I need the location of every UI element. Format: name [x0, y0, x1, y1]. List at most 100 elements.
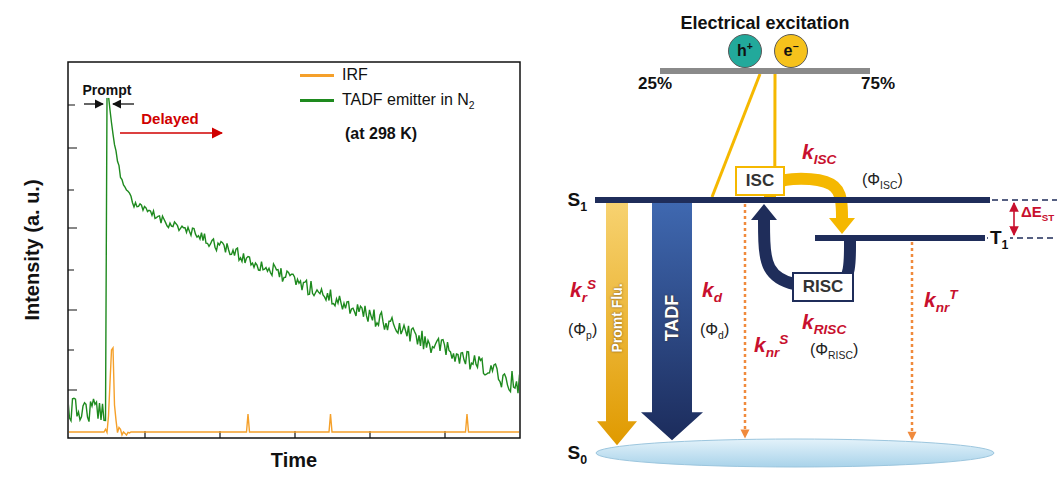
subscript: ISC — [814, 152, 837, 167]
subscript: nr — [766, 345, 780, 360]
superscript: S — [587, 277, 596, 292]
text-run: TADF emitter in N — [342, 91, 469, 108]
transition-arrow — [641, 203, 703, 440]
text-run: ) — [853, 341, 858, 358]
edge-label: 25% — [638, 74, 672, 94]
yield-label: (ΦRISC) — [808, 341, 860, 359]
delayed-arrow — [120, 132, 222, 134]
text-run: (Φ — [568, 321, 586, 338]
text-run: k — [802, 310, 814, 333]
text-run: T — [990, 227, 1002, 248]
transition-arrow — [597, 203, 637, 445]
text-run: ΔE — [1021, 203, 1042, 220]
legend-swatch — [300, 99, 334, 102]
node-text: T1 — [988, 227, 1010, 249]
rate-constant: knrS — [752, 333, 790, 357]
prompt-arrows — [84, 104, 134, 105]
node-text: S0 — [565, 442, 589, 464]
text-run: k — [702, 278, 714, 301]
subscript: ISC — [880, 180, 897, 191]
connector-group — [741, 204, 750, 438]
node-text: ISC — [746, 171, 774, 191]
text-run: k — [754, 333, 766, 356]
rate-constant: kISC — [800, 140, 838, 164]
text-run: ) — [897, 171, 902, 188]
subscript: ST — [1042, 212, 1054, 223]
connector-group — [908, 242, 917, 441]
decay-curve — [69, 96, 519, 422]
label: Intensity (a. u.) — [21, 177, 44, 322]
ground-ellipse — [595, 438, 995, 468]
rate-constant: krS — [568, 278, 598, 302]
label: (at 298 K) — [343, 125, 419, 143]
subscript: RISC — [828, 350, 853, 361]
node-text: h+ — [737, 42, 753, 60]
connector-group — [641, 203, 703, 440]
decay-curves — [69, 96, 519, 435]
rate-constant: kd — [700, 278, 724, 302]
yield-label: (Φp) — [566, 321, 599, 339]
label: Delayed — [139, 110, 201, 127]
label: ΔEST — [1019, 203, 1056, 220]
text-run: k — [924, 288, 936, 311]
subscript: RISC — [814, 322, 847, 337]
subscript: d — [718, 330, 724, 341]
node-text: RISC — [803, 277, 844, 297]
text-run: S — [567, 189, 580, 210]
legend-row: IRF — [300, 66, 368, 84]
rate-constant: kRISC — [800, 310, 848, 334]
legend-row: TADF emitter in N2 — [300, 91, 475, 109]
superscript: T — [949, 287, 957, 302]
text-run: (Φ — [810, 341, 828, 358]
subscript: p — [586, 330, 592, 341]
text-run: (Φ — [862, 171, 880, 188]
transition-line — [773, 74, 776, 166]
irf-curve — [69, 348, 519, 435]
plot-frame — [68, 62, 520, 438]
arrow-head — [751, 204, 777, 220]
ground-state: S0 — [595, 438, 995, 468]
text-run: e — [784, 42, 793, 59]
superscript: − — [792, 41, 798, 52]
excitation-bar: Electrical excitation — [660, 68, 870, 74]
connector-group — [597, 203, 637, 445]
legend-text: IRF — [342, 66, 368, 84]
arrow-head — [908, 432, 917, 441]
transition-line — [911, 242, 914, 434]
text-run: k — [802, 140, 814, 163]
text-run: ) — [592, 321, 597, 338]
transition-line — [744, 204, 747, 431]
process-box: ISC — [735, 166, 785, 196]
edge-label: 75% — [861, 74, 895, 94]
node-text: Electrical excitation — [680, 13, 849, 34]
text-run: (Φ — [700, 321, 718, 338]
subscript: 2 — [469, 100, 475, 111]
text-run: h — [737, 42, 747, 59]
node-text: S1 — [565, 189, 589, 211]
yield-label: (Φd) — [698, 321, 731, 339]
superscript: + — [747, 41, 753, 52]
subscript: 1 — [1002, 238, 1009, 252]
legend-text: TADF emitter in N2 — [342, 91, 475, 109]
arrow-head — [829, 218, 855, 234]
superscript: S — [779, 332, 788, 347]
node-text: e− — [784, 42, 799, 60]
gap-arrow — [1013, 203, 1015, 235]
label: Time — [269, 449, 319, 472]
subscript: 0 — [580, 453, 587, 467]
process-box: RISC — [792, 272, 855, 302]
legend-swatch — [300, 74, 334, 77]
subscript: 1 — [580, 200, 587, 214]
energy-level: S1 — [595, 197, 990, 203]
edge-label: Promt Flu. — [609, 283, 625, 352]
subscript: d — [714, 290, 722, 305]
hole-circle: h+ — [728, 34, 762, 68]
energy-level: T1 — [815, 235, 985, 241]
yield-label: (ΦISC) — [860, 171, 905, 189]
text-run: S — [567, 442, 580, 463]
edge-label: TADF — [662, 295, 683, 342]
label: Prompt — [81, 82, 134, 98]
arrow-head — [741, 429, 750, 438]
subscript: nr — [936, 300, 950, 315]
